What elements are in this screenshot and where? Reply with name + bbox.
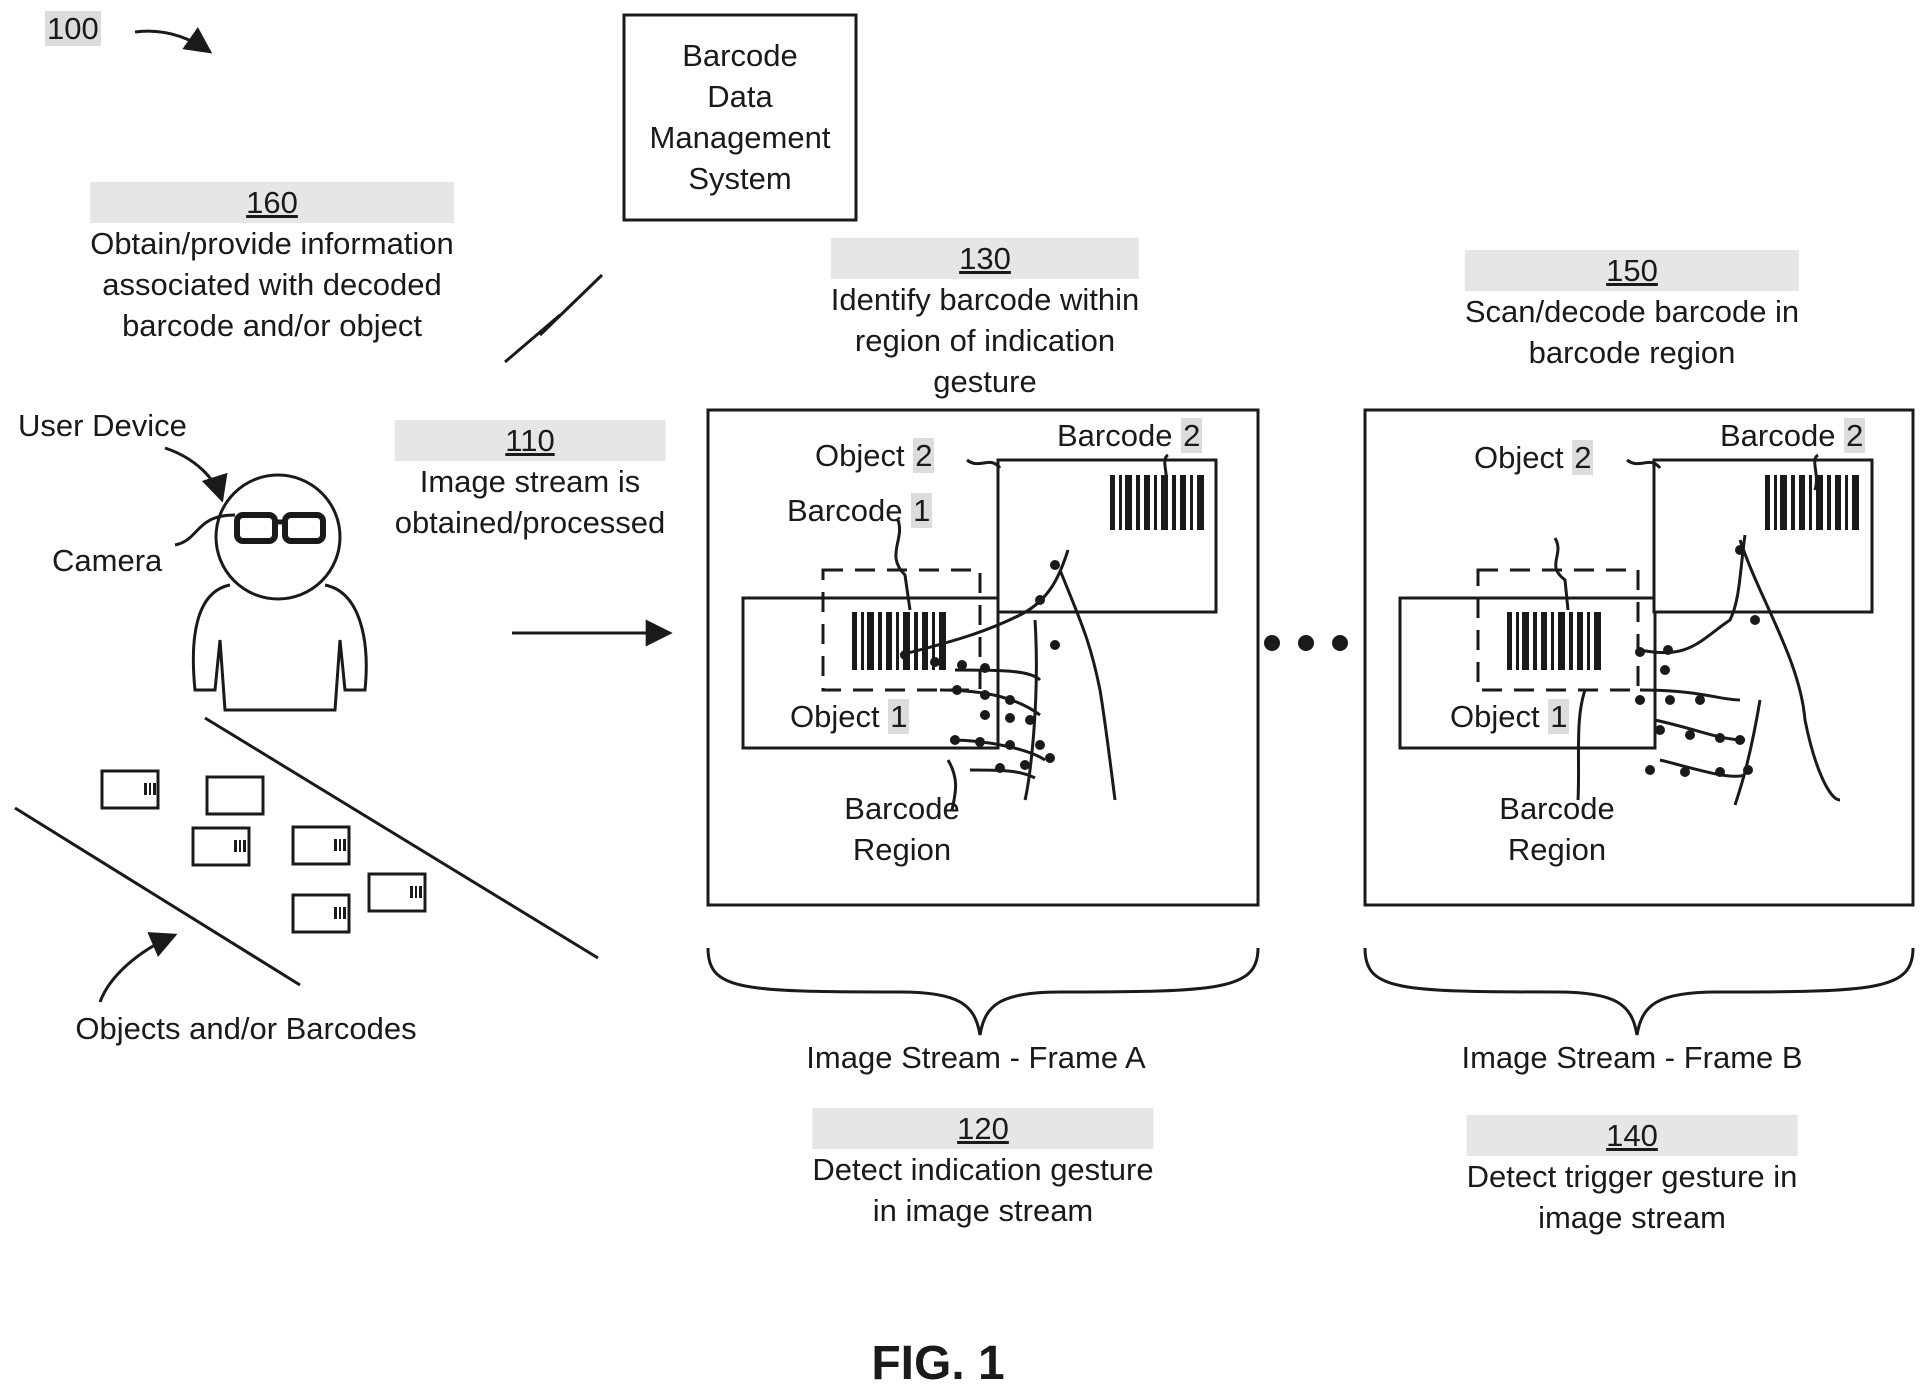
user-device-arrow (164, 446, 228, 503)
step-130-ref: 130 (830, 238, 1140, 279)
frame-b-barcode2 (1765, 475, 1859, 530)
frame-a-barcode2 (1110, 475, 1204, 530)
person-body (191, 583, 368, 712)
step-160-label: 160 Obtain/provide information associate… (90, 182, 454, 346)
ellipsis-dot (1264, 635, 1280, 651)
step-140-ref: 140 (1466, 1115, 1798, 1156)
figure-caption: FIG. 1 (871, 1337, 1005, 1390)
frame-a-caption: Image Stream - Frame A (806, 1040, 1146, 1075)
frame-a-box (706, 408, 1260, 907)
glasses-right (282, 512, 326, 544)
frame-b-region-label: Barcode Region (1499, 791, 1615, 867)
conveyor-lower (14, 806, 301, 987)
frame-b-object1 (1398, 596, 1657, 750)
frame-b-box (1363, 408, 1915, 907)
frame-b-brace (1363, 947, 1915, 1036)
frame-a-object1-label: Object 1 (790, 699, 910, 734)
frame-a-object2-label: Object 2 (815, 438, 935, 473)
frame-b-barcode1 (1507, 612, 1601, 670)
frame-b-caption: Image Stream - Frame B (1461, 1040, 1803, 1075)
camera-leader (174, 513, 236, 547)
frame-a-region-label: Barcode Region (844, 791, 960, 867)
ellipsis-dot (1332, 635, 1348, 651)
system-box (622, 13, 858, 222)
system-box-label: Barcode Data Management System (649, 38, 831, 196)
step-150-ref: 150 (1464, 250, 1800, 291)
frame-a-barcode1 (852, 612, 946, 670)
frame-a-hand-joints (900, 560, 1060, 773)
camera-label: Camera (52, 543, 163, 578)
objects-label: Objects and/or Barcodes (75, 1011, 417, 1046)
person-head (214, 473, 342, 601)
step-110-label: 110 Image stream is obtained/processed (394, 420, 666, 543)
frame-b-object2-label: Object 2 (1474, 440, 1594, 475)
user-device-label: User Device (18, 408, 187, 443)
step-110-ref: 110 (394, 420, 666, 461)
step-160-ref: 160 (90, 182, 454, 223)
glasses-left (234, 512, 278, 544)
objects-arrow (98, 932, 178, 1003)
barcode-graphic (144, 783, 422, 919)
frame-a-barcode2-label: Barcode 2 (1057, 418, 1203, 453)
frame-a-object2 (996, 458, 1218, 614)
frame-a-brace (706, 947, 1260, 1036)
ellipsis-dot (1298, 635, 1314, 651)
figure-ref: 100 (45, 11, 101, 46)
step-150-label: 150 Scan/decode barcode in barcode regio… (1464, 250, 1800, 373)
frame-a-barcode-region (821, 568, 982, 692)
step-120-label: 120 Detect indication gesture in image s… (812, 1108, 1154, 1231)
frame-a-barcode1-label: Barcode 1 (787, 493, 933, 528)
frame-b-hand-joints (1635, 545, 1760, 777)
step-130-label: 130 Identify barcode within region of in… (830, 238, 1140, 402)
frame-b-object1-label: Object 1 (1450, 699, 1570, 734)
step-140-label: 140 Detect trigger gesture in image stre… (1466, 1115, 1798, 1238)
conveyor-upper (204, 716, 599, 960)
figure-ref-arrow (134, 27, 213, 54)
frame-a-object1 (741, 596, 1000, 750)
wireless-link-icon (504, 273, 604, 364)
step-120-ref: 120 (812, 1108, 1154, 1149)
frame-b-barcode2-label: Barcode 2 (1720, 418, 1866, 453)
